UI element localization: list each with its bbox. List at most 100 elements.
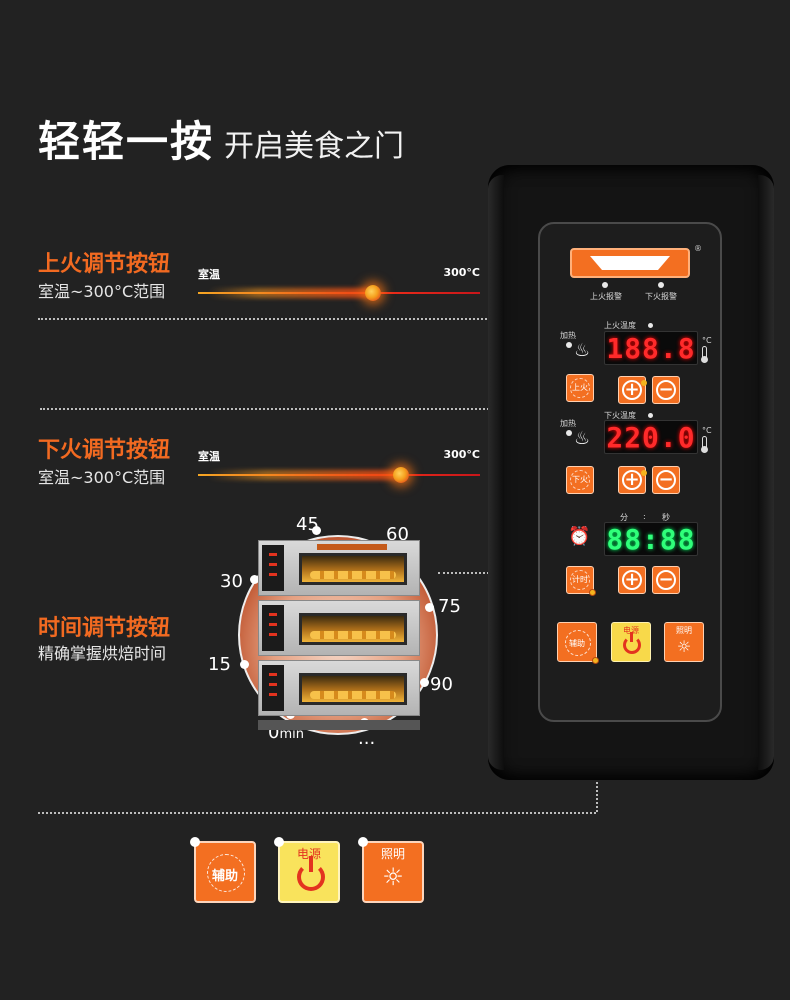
top-temp-display: 188.8 bbox=[604, 331, 698, 365]
minus-icon: − bbox=[656, 470, 676, 490]
bottom-fire-min-label: 室温 bbox=[198, 450, 220, 463]
top-heating-label: 加热 bbox=[560, 331, 576, 340]
top-fire-max-label: 300°C bbox=[443, 266, 480, 279]
bulb-icon: ☼ bbox=[676, 637, 692, 656]
top-fire-slider[interactable]: 室温 300°C bbox=[198, 266, 480, 310]
power-button-enlarged[interactable]: 电源 bbox=[274, 837, 340, 903]
top-fire-desc: 室温~300°C范围 bbox=[38, 282, 166, 301]
power-icon bbox=[623, 632, 641, 654]
dial-label-45: 45 bbox=[296, 514, 319, 535]
minus-icon: − bbox=[656, 380, 676, 400]
bottom-thermometer-icon bbox=[701, 436, 708, 453]
time-separator: : bbox=[643, 512, 646, 521]
bottom-temp-display: 220.0 bbox=[604, 420, 698, 454]
top-alarm-led bbox=[602, 282, 608, 288]
power-enlarged-label: 电源 bbox=[296, 847, 321, 861]
dial-label-0-value: 0 bbox=[268, 722, 280, 743]
dial-tick-75 bbox=[425, 603, 434, 612]
dial-label-75: 75 bbox=[438, 596, 461, 617]
dial-tick-15 bbox=[240, 660, 249, 669]
oven-deck-middle bbox=[258, 600, 420, 656]
bottom-alarm-led bbox=[658, 282, 664, 288]
dial-label-0: 0min bbox=[268, 722, 304, 743]
dial-label-more: ... bbox=[358, 728, 376, 749]
aux-enlarged-label: 辅助 bbox=[211, 869, 238, 884]
divider-top-fire bbox=[38, 318, 543, 320]
bottom-fire-max-label: 300°C bbox=[443, 448, 480, 461]
bottom-temp-led bbox=[648, 413, 653, 418]
bottom-celsius: °C bbox=[702, 426, 712, 435]
dial-label-15: 15 bbox=[208, 654, 231, 675]
bottom-fire-slider[interactable]: 室温 300°C bbox=[198, 448, 480, 492]
bottom-heating-led bbox=[566, 430, 572, 436]
minus-icon: − bbox=[656, 570, 676, 590]
top-celsius: °C bbox=[702, 336, 712, 345]
dial-tick-90 bbox=[420, 678, 429, 687]
plus-icon: + bbox=[622, 380, 642, 400]
headline: 轻轻一按开启美食之门 bbox=[38, 108, 404, 169]
timer-button[interactable]: 计时 bbox=[566, 566, 596, 596]
bottom-heating-label: 加热 bbox=[560, 419, 576, 428]
divider-bottom-buttons bbox=[38, 812, 596, 814]
top-heating-led bbox=[566, 342, 572, 348]
aux-button[interactable]: 辅助 bbox=[557, 622, 599, 664]
top-thermometer-icon bbox=[701, 346, 708, 363]
bottom-fire-title: 下火调节按钮 bbox=[38, 438, 171, 463]
top-temp-label: 上火温度 bbox=[604, 321, 636, 330]
top-fire-knob[interactable] bbox=[364, 285, 381, 301]
headline-sub: 开启美食之门 bbox=[224, 129, 405, 164]
top-fire-glow bbox=[208, 288, 373, 298]
top-fire-min-label: 室温 bbox=[198, 268, 220, 281]
light-button-enlarged[interactable]: 照明 ☼ bbox=[358, 837, 424, 903]
alarm-clock-icon: ⏰ bbox=[568, 526, 591, 547]
dial-tick-30 bbox=[250, 575, 259, 584]
divider-bottom-fire bbox=[40, 408, 568, 410]
bottom-flame-icon: ♨ bbox=[574, 428, 591, 449]
timer-title: 时间调节按钮 bbox=[38, 616, 171, 641]
light-button-label: 照明 bbox=[676, 626, 692, 635]
light-enlarged-label: 照明 bbox=[380, 847, 405, 861]
top-minus-button[interactable]: − bbox=[652, 376, 680, 404]
registered-mark: ® bbox=[694, 244, 702, 253]
oven-deck-bottom bbox=[258, 660, 420, 716]
oven-deck-top bbox=[258, 540, 420, 596]
power-button-label: 电源 bbox=[623, 626, 639, 635]
bottom-fire-desc: 室温~300°C范围 bbox=[38, 468, 166, 487]
oven-illustration bbox=[258, 540, 420, 730]
time-minute-label: 分 bbox=[620, 513, 628, 522]
top-plus-lamp bbox=[641, 380, 647, 386]
bottom-alarm-label: 下火报警 bbox=[645, 292, 677, 301]
dial-label-min: min bbox=[279, 727, 304, 742]
bottom-fire-knob[interactable] bbox=[393, 467, 410, 483]
top-fire-button[interactable]: 上火 bbox=[566, 374, 594, 402]
dial-label-30: 30 bbox=[220, 571, 243, 592]
bottom-fire-button[interactable]: 下火 bbox=[566, 466, 594, 494]
bottom-minus-button[interactable]: − bbox=[652, 466, 680, 494]
plus-icon: + bbox=[622, 470, 642, 490]
top-fire-title: 上火调节按钮 bbox=[38, 252, 171, 277]
headline-main: 轻轻一按 bbox=[38, 117, 215, 166]
bottom-fire-glow bbox=[208, 470, 402, 480]
dial-label-60: 60 bbox=[386, 524, 409, 545]
power-icon-enlarged bbox=[297, 856, 325, 891]
power-button[interactable]: 电源 bbox=[611, 622, 651, 662]
top-alarm-label: 上火报警 bbox=[590, 292, 622, 301]
time-second-label: 秒 bbox=[662, 513, 670, 522]
bottom-plus-lamp bbox=[641, 470, 647, 476]
light-button[interactable]: 照明 ☼ bbox=[664, 622, 704, 662]
dial-tick-45 bbox=[312, 526, 321, 535]
aux-button-enlarged[interactable]: 辅助 bbox=[190, 837, 256, 903]
timer-dial: 45 60 30 75 15 90 0min ... bbox=[208, 510, 461, 760]
dial-label-90: 90 bbox=[430, 674, 453, 695]
plus-icon: + bbox=[622, 570, 642, 590]
timer-desc: 精确掌握烘焙时间 bbox=[38, 644, 167, 663]
timer-plus-button[interactable]: + bbox=[618, 566, 646, 594]
top-flame-icon: ♨ bbox=[574, 340, 591, 361]
top-temp-led bbox=[648, 323, 653, 328]
time-display: 88:88 bbox=[604, 522, 698, 556]
bottom-temp-label: 下火温度 bbox=[604, 411, 636, 420]
aux-button-label: 辅助 bbox=[569, 639, 585, 648]
timer-minus-button[interactable]: − bbox=[652, 566, 680, 594]
bulb-icon-enlarged: ☼ bbox=[382, 863, 404, 891]
brand-logo bbox=[570, 248, 690, 278]
